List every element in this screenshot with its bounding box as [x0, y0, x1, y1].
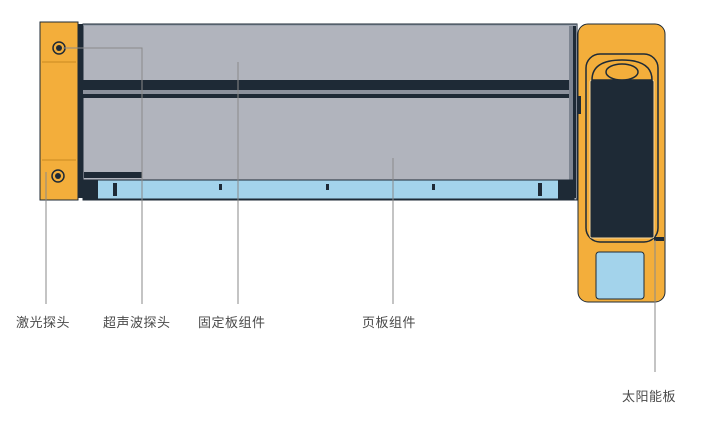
ultrasonic-probe-label: 超声波探头 — [103, 316, 171, 331]
laser-probe-bottom-icon — [51, 169, 65, 183]
solar-unit — [577, 23, 666, 303]
main-body — [82, 23, 578, 201]
laser-probe-label: 激光探头 — [16, 316, 71, 331]
leader-lines — [45, 47, 656, 372]
page-plate-assembly-label: 页板组件 — [362, 316, 417, 331]
solar-panel-label: 太阳能板 — [622, 390, 677, 405]
page-plate-strip — [83, 179, 575, 200]
fixed-plate-assembly-label: 固定板组件 — [198, 316, 266, 331]
